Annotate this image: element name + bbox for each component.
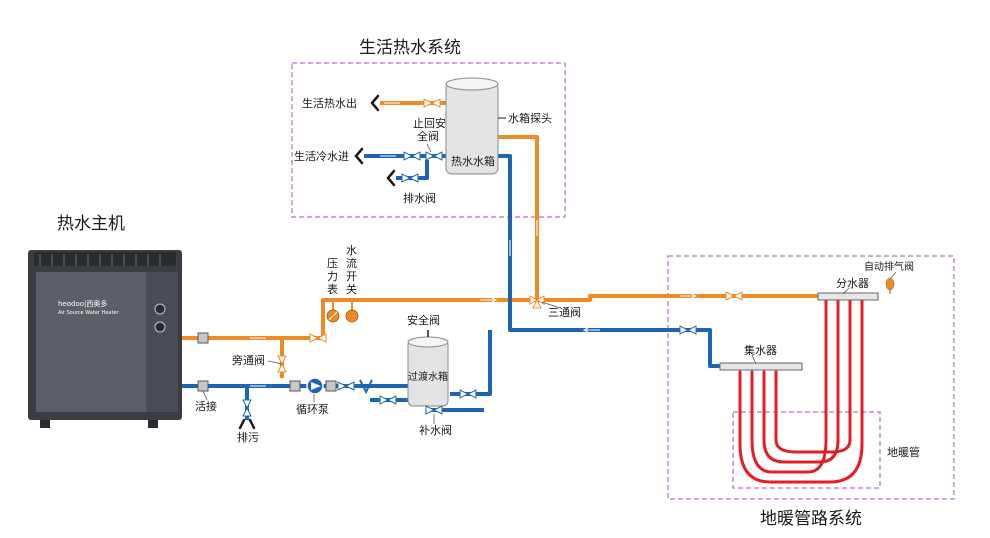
floor-heating-title: 地暖管路系统 bbox=[760, 509, 862, 529]
sewage-label: 排污 bbox=[237, 430, 259, 444]
heat-pump-title: 热水主机 bbox=[57, 214, 125, 234]
svg-text:压: 压 bbox=[327, 257, 338, 270]
hot-water-tank: 热水水箱 bbox=[445, 77, 506, 175]
union-label: 活接 bbox=[195, 400, 217, 413]
check-safety-valve-label-2: 全阀 bbox=[417, 129, 439, 143]
svg-text:表: 表 bbox=[327, 282, 338, 296]
svg-text:开: 开 bbox=[346, 270, 357, 283]
buffer-tank-label: 过渡水箱 bbox=[408, 370, 448, 383]
drain-valve-label: 排水阀 bbox=[403, 191, 436, 205]
buffer-tank: 过渡水箱 bbox=[407, 330, 449, 407]
floor-heating-loops bbox=[738, 298, 864, 484]
floor-pipe-area-border bbox=[732, 411, 881, 489]
pipe-end-icons bbox=[238, 94, 396, 430]
svg-text:流: 流 bbox=[346, 256, 357, 270]
collector-manifold bbox=[719, 362, 803, 371]
auto-air-vent-label: 自动排气阀 bbox=[864, 260, 914, 273]
three-way-valve-label: 三通阀 bbox=[548, 305, 581, 319]
distributor-label: 分水器 bbox=[836, 277, 869, 290]
hot-water-pipes bbox=[182, 101, 822, 378]
three-way-valve-icon bbox=[529, 295, 545, 309]
circulation-pump-label: 循环泵 bbox=[296, 403, 329, 416]
leader-lines bbox=[202, 143, 897, 424]
makeup-valve-label: 补水阀 bbox=[419, 423, 452, 437]
union-icons bbox=[197, 332, 337, 392]
flow-arrows bbox=[250, 102, 698, 387]
bypass-valve-label: 旁通阀 bbox=[232, 353, 265, 367]
dhw-section-border bbox=[291, 62, 566, 218]
svg-text:力: 力 bbox=[327, 270, 338, 283]
safety-valve-label: 安全阀 bbox=[407, 313, 440, 327]
svg-text:关: 关 bbox=[346, 282, 357, 296]
svg-text:水: 水 bbox=[346, 244, 357, 257]
check-valve-icon bbox=[359, 379, 373, 395]
cold-water-in-label: 生活冷水进 bbox=[294, 149, 349, 163]
collector-label: 集水器 bbox=[744, 343, 777, 357]
floor-pipe-label: 地暖管 bbox=[887, 445, 920, 459]
flow-switch-label: 水 流 开 关 bbox=[346, 244, 357, 296]
auto-air-vent-icon bbox=[885, 277, 895, 291]
hot-water-out-label: 生活热水出 bbox=[302, 96, 357, 110]
distributor-manifold bbox=[817, 292, 879, 301]
cold-water-pipes bbox=[182, 154, 760, 420]
unit-brand: heodoo|西奥多 bbox=[58, 299, 107, 308]
flow-switch-icon bbox=[345, 309, 359, 323]
dhw-system-title: 生活热水系统 bbox=[359, 38, 461, 58]
pressure-gauge-label: 压 力 表 bbox=[327, 257, 338, 296]
check-safety-valve-label-1: 止回安 bbox=[413, 116, 446, 130]
tank-probe-label: 水箱探头 bbox=[508, 111, 552, 125]
unit-model-line: Air Source Water Heater bbox=[58, 310, 120, 316]
tank-label: 热水水箱 bbox=[451, 154, 495, 168]
heat-pump-unit: heodoo|西奥多 Air Source Water Heater bbox=[28, 250, 182, 428]
floor-section-border bbox=[667, 255, 955, 500]
